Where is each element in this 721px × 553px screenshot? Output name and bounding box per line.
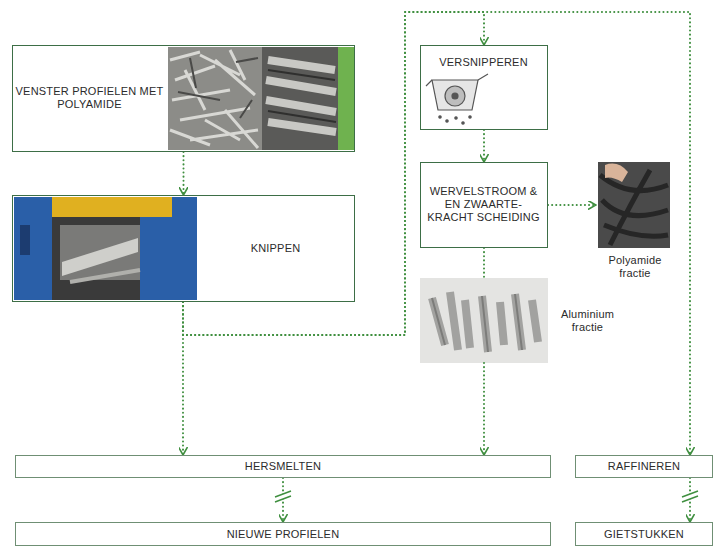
node-label: WERVELSTROOM & EN ZWAARTE-KRACHT SCHEIDI… — [424, 185, 544, 224]
result-band: NIEUWE PROFIELEN — [15, 522, 551, 546]
aluminium-photo — [420, 278, 548, 363]
node-label: VENSTER PROFIELEN MET POLYAMIDE — [16, 85, 164, 111]
text-area: HERSMELTEN — [15, 455, 551, 478]
flow-connector — [183, 12, 690, 455]
result-band: GIETSTUKKEN — [575, 522, 713, 546]
scrap-photo — [168, 47, 262, 150]
text-area: VERSNIPPEREN — [420, 51, 548, 75]
flow-connector — [182, 302, 184, 455]
text-area: Aluminium fractie — [550, 278, 625, 363]
process-band: RAFFINEREN — [575, 455, 713, 478]
node-label: VERSNIPPEREN — [439, 56, 528, 69]
fraction-photo: Aluminium fractie — [420, 278, 625, 363]
fraction-photo: Polyamide fractie — [596, 160, 674, 284]
flow-connector — [483, 248, 485, 278]
process-box: KNIPPEN — [12, 195, 355, 302]
text-area: GIETSTUKKEN — [575, 522, 713, 546]
break-symbol — [275, 491, 291, 502]
node-label: KNIPPEN — [251, 242, 301, 255]
text-area: Polyamide fractie — [596, 250, 674, 284]
text-area: NIEUWE PROFIELEN — [15, 522, 551, 546]
text-area: RAFFINEREN — [575, 455, 713, 478]
node-label: Polyamide fractie — [600, 254, 670, 280]
shredder-icon — [426, 74, 488, 124]
process-band: HERSMELTEN — [15, 455, 551, 478]
shear-photo — [14, 197, 197, 300]
process-box: VENSTER PROFIELEN MET POLYAMIDE — [12, 45, 355, 152]
flow-connector — [483, 363, 485, 455]
node-label: NIEUWE PROFIELEN — [227, 528, 340, 541]
flow-connector — [183, 152, 185, 195]
node-label: Aluminium fractie — [554, 308, 621, 334]
break-symbol — [682, 491, 698, 502]
flow-connector — [548, 204, 596, 206]
text-area: VENSTER PROFIELEN MET POLYAMIDE — [12, 45, 168, 152]
process-box: WERVELSTROOM & EN ZWAARTE-KRACHT SCHEIDI… — [420, 162, 548, 248]
flow-connector — [183, 12, 484, 335]
text-area: KNIPPEN — [197, 195, 355, 302]
text-area: WERVELSTROOM & EN ZWAARTE-KRACHT SCHEIDI… — [420, 162, 548, 248]
profiles-photo — [262, 47, 355, 150]
node-label: GIETSTUKKEN — [604, 528, 684, 541]
node-label: HERSMELTEN — [245, 460, 321, 473]
process-box: VERSNIPPEREN — [420, 45, 548, 130]
node-label: RAFFINEREN — [608, 460, 680, 473]
flow-connector — [483, 130, 485, 162]
polyamide-photo — [598, 162, 670, 248]
